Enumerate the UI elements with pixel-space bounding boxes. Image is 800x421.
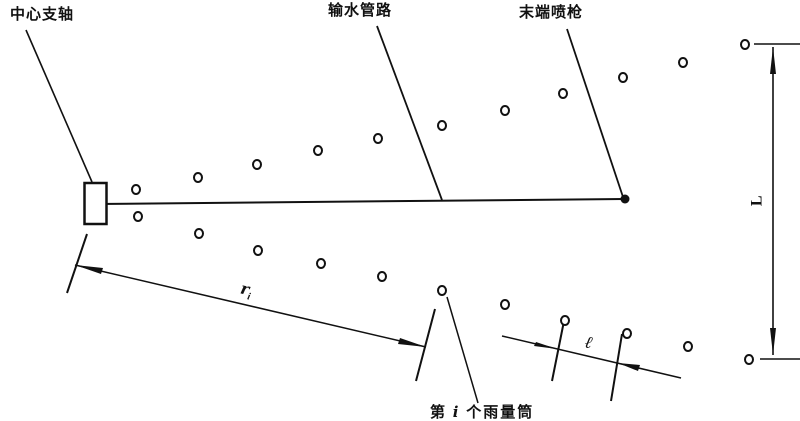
pivot-label: 中心支轴 [10, 7, 75, 23]
l-arrowhead-left [534, 342, 557, 349]
rain-gauge-marker [193, 171, 203, 183]
rain-gauge-marker [500, 298, 510, 310]
l-dimension-line [501, 335, 682, 379]
rain-gauge-marker [313, 144, 323, 156]
rain-gauge-marker [740, 38, 750, 50]
rain-gauge-marker [194, 227, 204, 239]
rain-gauge-marker [618, 71, 628, 83]
ri-dimension-line [74, 264, 427, 348]
rain-gauge-marker [253, 244, 263, 256]
ri-arrowhead-right [398, 338, 426, 347]
pipeline-label: 输水管路 [328, 3, 393, 19]
rain-gauge-marker [744, 353, 754, 365]
rain-gauge-marker [373, 132, 383, 144]
rain-gauge-marker [252, 158, 262, 170]
ri-arrowhead-left [75, 265, 103, 274]
end-gun-leader-line [566, 28, 624, 198]
l-tick-first [551, 320, 565, 382]
rain-gauge-marker [678, 56, 688, 68]
l-tick-second [610, 333, 623, 402]
rain-gauge-marker [437, 284, 447, 296]
ri-tick-pivot [66, 233, 88, 294]
lateral-pipe-line [95, 198, 625, 205]
end-gun-dot [620, 194, 630, 204]
rain-gauge-marker [560, 314, 570, 326]
rain-gauge-marker [133, 210, 143, 222]
rain-gauge-marker [683, 340, 693, 352]
rain-gauge-marker [500, 104, 510, 116]
length-L-label: L [748, 195, 766, 207]
L-arrowhead-up [770, 47, 776, 74]
rain-gauge-marker [622, 327, 632, 339]
ith-gauge-label: 第 i 个雨量筒 [430, 403, 535, 421]
rain-gauge-marker [437, 119, 447, 131]
end-gun-label: 末端喷枪 [519, 5, 584, 21]
gauge-leader-line [446, 296, 479, 404]
rain-gauge-marker [558, 87, 568, 99]
rain-gauge-marker [316, 257, 326, 269]
pipeline-leader-line [376, 25, 443, 201]
rain-gauge-marker [131, 183, 141, 195]
pivot-leader-line [25, 29, 93, 183]
L-arrowhead-down [770, 328, 776, 355]
l-arrowhead-right [618, 363, 640, 371]
ri-tick-gauge [415, 308, 436, 382]
center-pivot-rectangle [83, 181, 108, 226]
rain-gauge-marker [377, 270, 387, 282]
